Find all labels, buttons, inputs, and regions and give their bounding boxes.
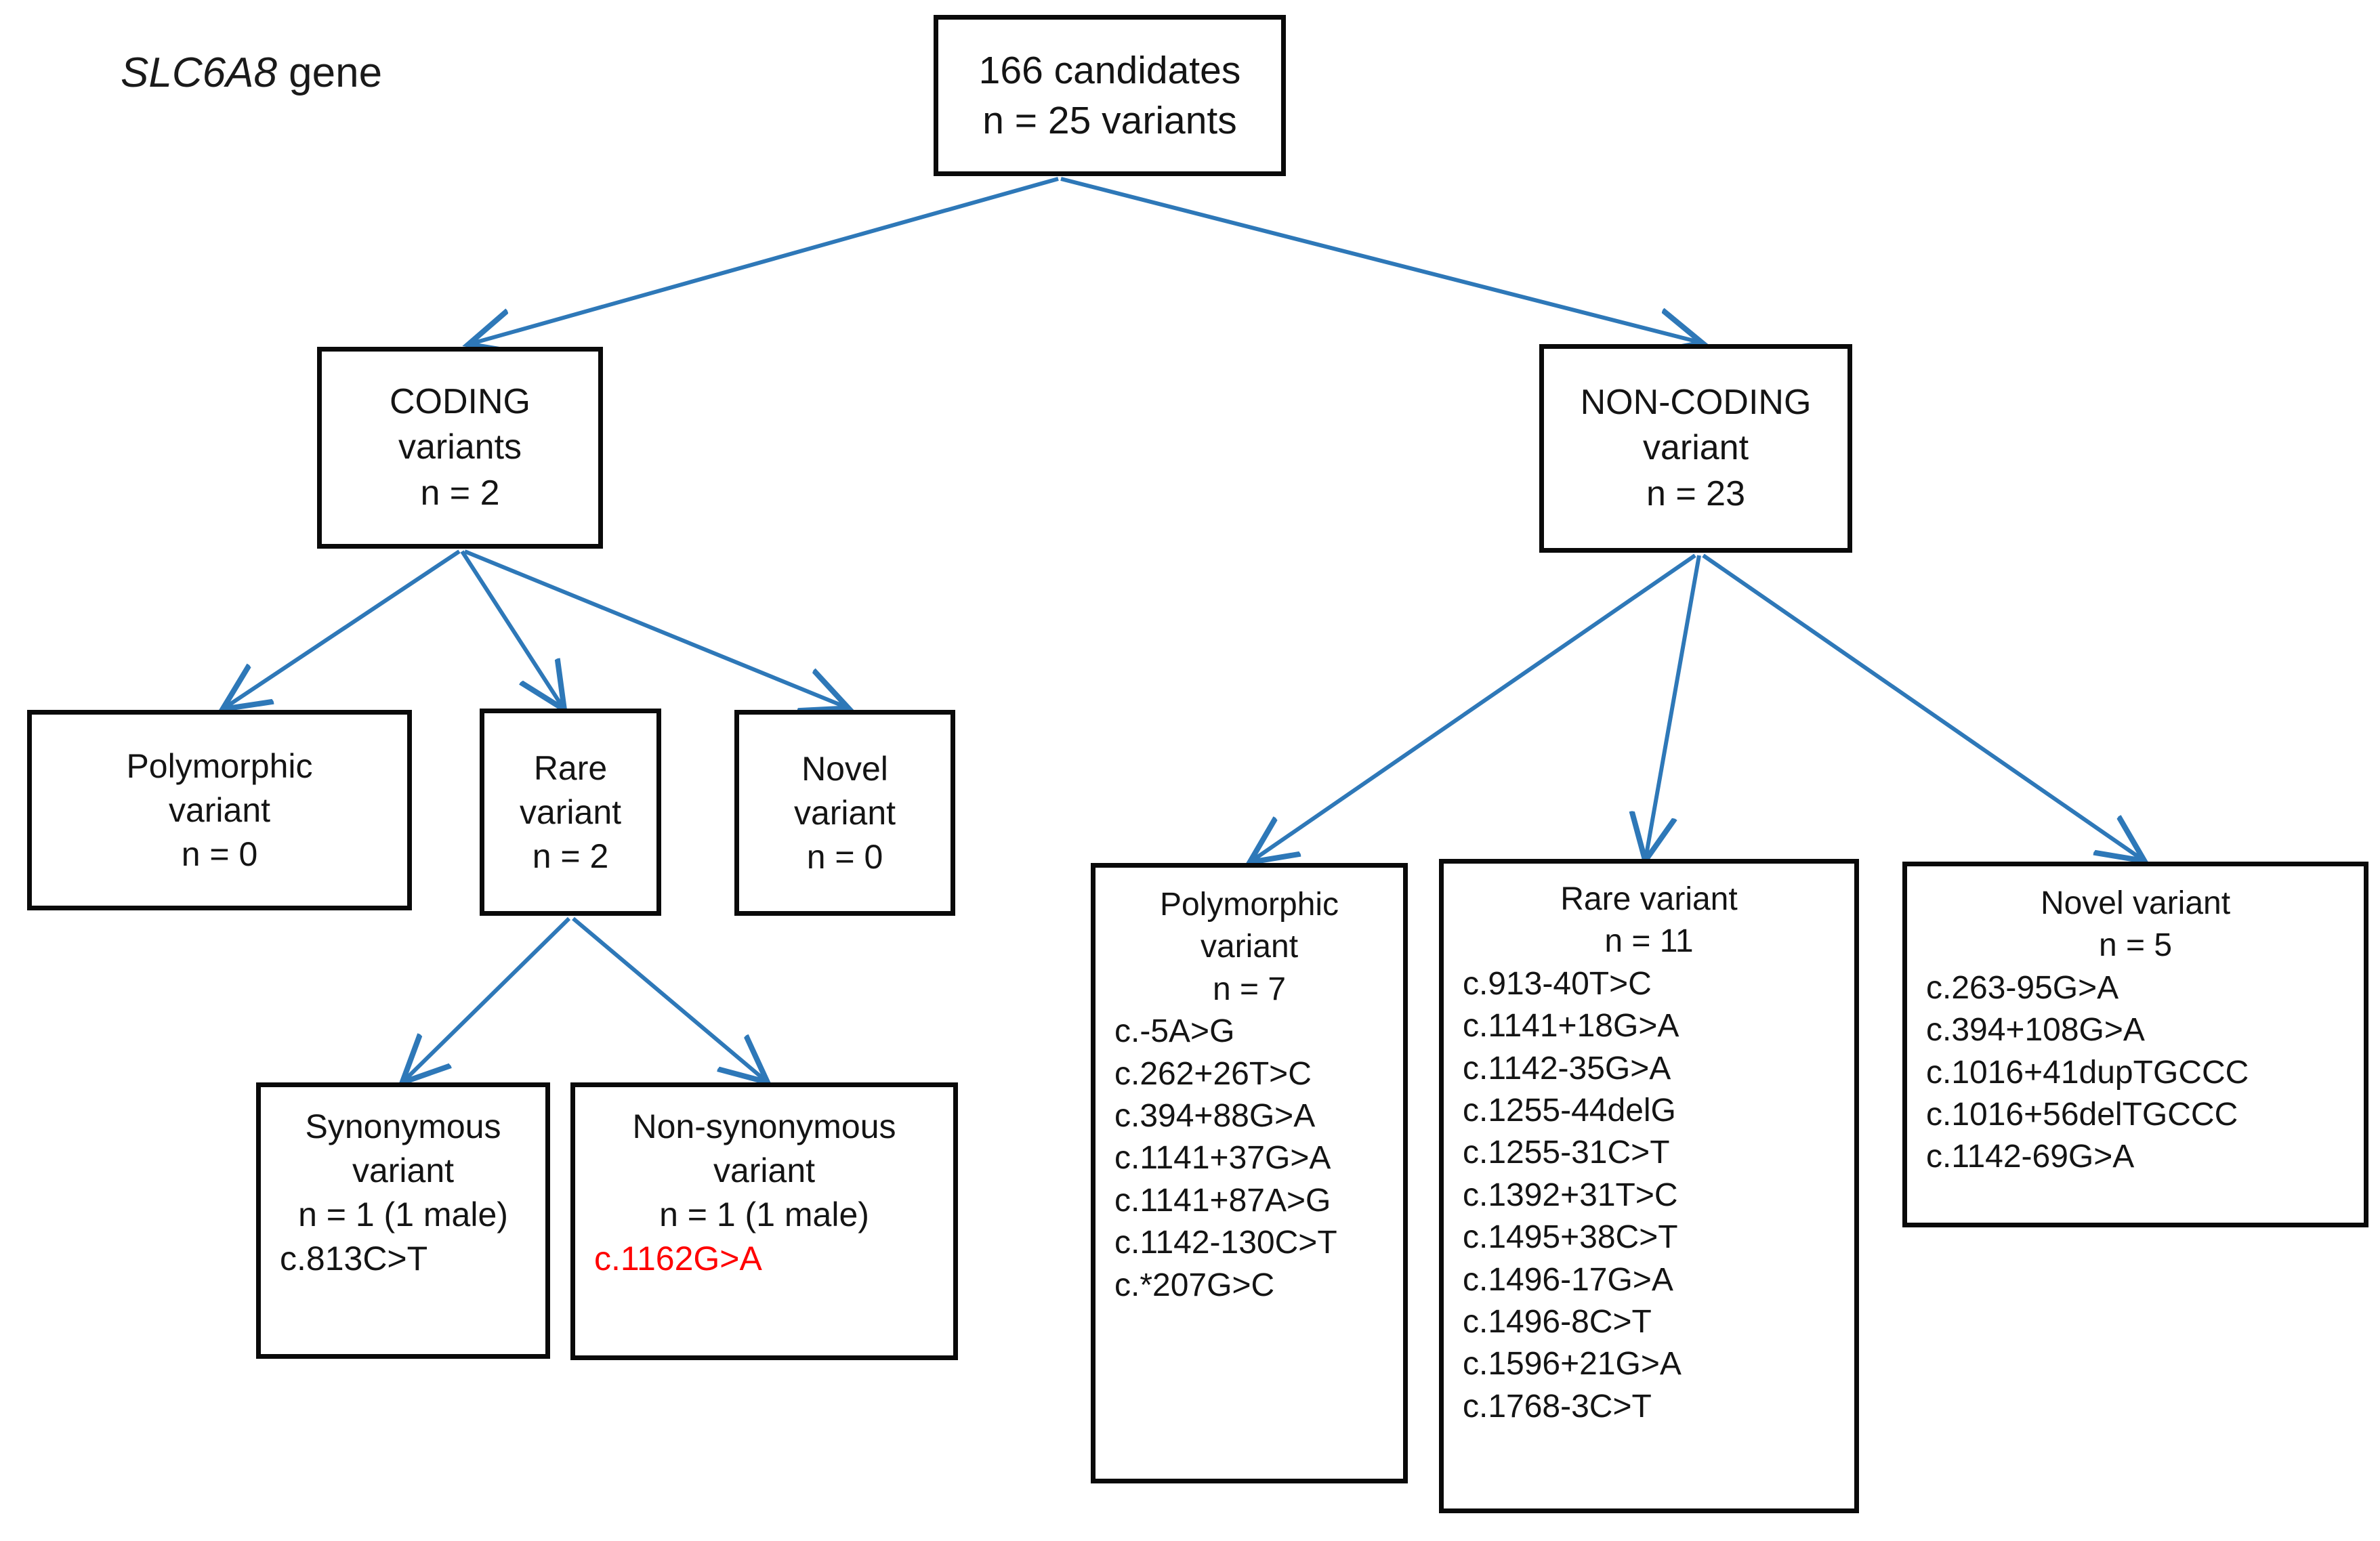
noncoding-novel-variant-list: c.263-95G>A c.394+108G>A c.1016+41dupTGCCC…: [1907, 967, 2364, 1179]
coding-polymorphic-count: n = 0: [181, 835, 258, 873]
coding-rare-line-1: Rare: [533, 748, 608, 787]
edge-coding-rare: [460, 550, 561, 704]
noncoding-count: n = 23: [1646, 473, 1746, 513]
variant-item: c.1162G>A: [594, 1240, 762, 1278]
variant-item: c.1141+18G>A: [1463, 1008, 1679, 1044]
synonymous-line-1: Synonymous: [305, 1107, 501, 1145]
variant-item: c.1392+31T>C: [1463, 1177, 1678, 1213]
coding-polymorphic-line-2: variant: [168, 790, 271, 829]
gene-name: SLC6A8: [121, 49, 277, 96]
noncoding-line-2: variant: [1642, 428, 1749, 468]
noncoding-rare-count: n = 11: [1604, 923, 1694, 960]
variant-item: c.262+26T>C: [1114, 1055, 1312, 1092]
root-line-1: 166 candidates: [978, 48, 1241, 92]
synonymous-line-2: variant: [352, 1152, 455, 1189]
noncoding-rare-line-1: Rare variant: [1560, 881, 1738, 917]
noncoding-novel-line-1: Novel variant: [2040, 885, 2231, 921]
variant-item: c.263-95G>A: [1926, 969, 2119, 1006]
edge-root-noncoding: [1060, 177, 1696, 341]
variant-item: c.1496-17G>A: [1463, 1261, 1673, 1298]
variant-item: c.-5A>G: [1114, 1013, 1235, 1050]
variant-item: c.1255-31C>T: [1463, 1135, 1670, 1171]
node-synonymous[interactable]: Synonymous variant n = 1 (1 male) c.813C…: [256, 1082, 550, 1359]
variant-item: c.1142-130C>T: [1114, 1225, 1337, 1261]
noncoding-polymorphic-line-2: variant: [1200, 929, 1299, 965]
synonymous-variant-list: c.813C>T: [261, 1237, 545, 1281]
title-suffix: gene: [276, 49, 383, 96]
chart-title: SLC6A8 gene: [121, 49, 382, 97]
variant-item: c.1141+87A>G: [1114, 1182, 1331, 1219]
variant-item: c.1255-44delG: [1463, 1092, 1676, 1128]
coding-novel-line-2: variant: [793, 793, 896, 832]
coding-count: n = 2: [420, 473, 500, 513]
edge-noncoding-rare: [1646, 555, 1701, 855]
variant-item: c.394+108G>A: [1926, 1012, 2145, 1049]
node-non-synonymous[interactable]: Non-synonymous variant n = 1 (1 male) c.…: [570, 1082, 958, 1360]
node-coding-polymorphic[interactable]: Polymorphic variant n = 0: [27, 710, 412, 910]
noncoding-polymorphic-line-1: Polymorphic: [1159, 887, 1339, 923]
edge-root-coding: [474, 177, 1059, 343]
node-noncoding-novel[interactable]: Novel variant n = 5 c.263-95G>A c.394+108…: [1902, 862, 2368, 1227]
root-line-2: n = 25 variants: [982, 99, 1237, 142]
non-synonymous-line-1: Non-synonymous: [632, 1107, 896, 1145]
variant-item: c.1142-69G>A: [1926, 1139, 2135, 1175]
edge-noncoding-novel: [1702, 553, 2139, 858]
noncoding-polymorphic-variant-list: c.-5A>G c.262+26T>C c.394+88G>A c.1141+37G>…: [1095, 1011, 1403, 1307]
variant-item: c.913-40T>C: [1463, 965, 1652, 1002]
variant-item: c.1768-3C>T: [1463, 1388, 1652, 1424]
edge-rare-synonymous: [406, 916, 571, 1078]
coding-novel-count: n = 0: [806, 837, 883, 876]
node-root[interactable]: 166 candidates n = 25 variants: [934, 15, 1286, 176]
variant-item: c.813C>T: [280, 1240, 428, 1278]
node-noncoding-rare[interactable]: Rare variant n = 11 c.913-40T>C c.1141+18…: [1439, 859, 1859, 1513]
edge-coding-novel: [463, 549, 843, 706]
noncoding-rare-variant-list: c.913-40T>C c.1141+18G>A c.1142-35G>A c.125…: [1444, 963, 1854, 1428]
variant-item: c.1142-35G>A: [1463, 1050, 1671, 1086]
synonymous-count: n = 1 (1 male): [298, 1196, 508, 1233]
variant-item: c.1596+21G>A: [1463, 1346, 1682, 1382]
variant-item: c.1495+38C>T: [1463, 1219, 1678, 1256]
non-synonymous-count: n = 1 (1 male): [659, 1196, 869, 1233]
coding-line-2: variants: [398, 427, 522, 467]
variant-item: c.*207G>C: [1114, 1267, 1275, 1303]
noncoding-line-1: NON-CODING: [1580, 382, 1812, 422]
node-coding-novel[interactable]: Novel variant n = 0: [734, 710, 955, 916]
non-synonymous-line-2: variant: [713, 1152, 816, 1189]
variant-item: c.1016+41dupTGCCC: [1926, 1054, 2249, 1091]
coding-rare-line-2: variant: [519, 793, 622, 831]
coding-novel-line-1: Novel: [801, 749, 888, 788]
noncoding-polymorphic-count: n = 7: [1212, 971, 1287, 1007]
node-coding-rare[interactable]: Rare variant n = 2: [480, 709, 661, 916]
variant-item: c.1016+56delTGCCC: [1926, 1096, 2238, 1133]
coding-polymorphic-line-1: Polymorphic: [126, 746, 313, 785]
edge-rare-nonsynonymous: [572, 916, 763, 1078]
node-noncoding[interactable]: NON-CODING variant n = 23: [1539, 344, 1852, 553]
variant-item: c.1141+37G>A: [1114, 1140, 1331, 1177]
node-noncoding-polymorphic[interactable]: Polymorphic variant n = 7 c.-5A>G c.262+2…: [1091, 863, 1408, 1483]
non-synonymous-variant-list: c.1162G>A: [575, 1237, 953, 1281]
coding-rare-count: n = 2: [532, 837, 609, 875]
variant-item: c.1496-8C>T: [1463, 1303, 1652, 1340]
edge-coding-polymorphic: [228, 549, 461, 706]
edge-noncoding-polymorphic: [1255, 553, 1696, 859]
coding-line-1: CODING: [390, 381, 530, 421]
variant-item: c.394+88G>A: [1114, 1097, 1316, 1134]
node-coding[interactable]: CODING variants n = 2: [317, 347, 603, 549]
noncoding-novel-count: n = 5: [2098, 927, 2173, 964]
